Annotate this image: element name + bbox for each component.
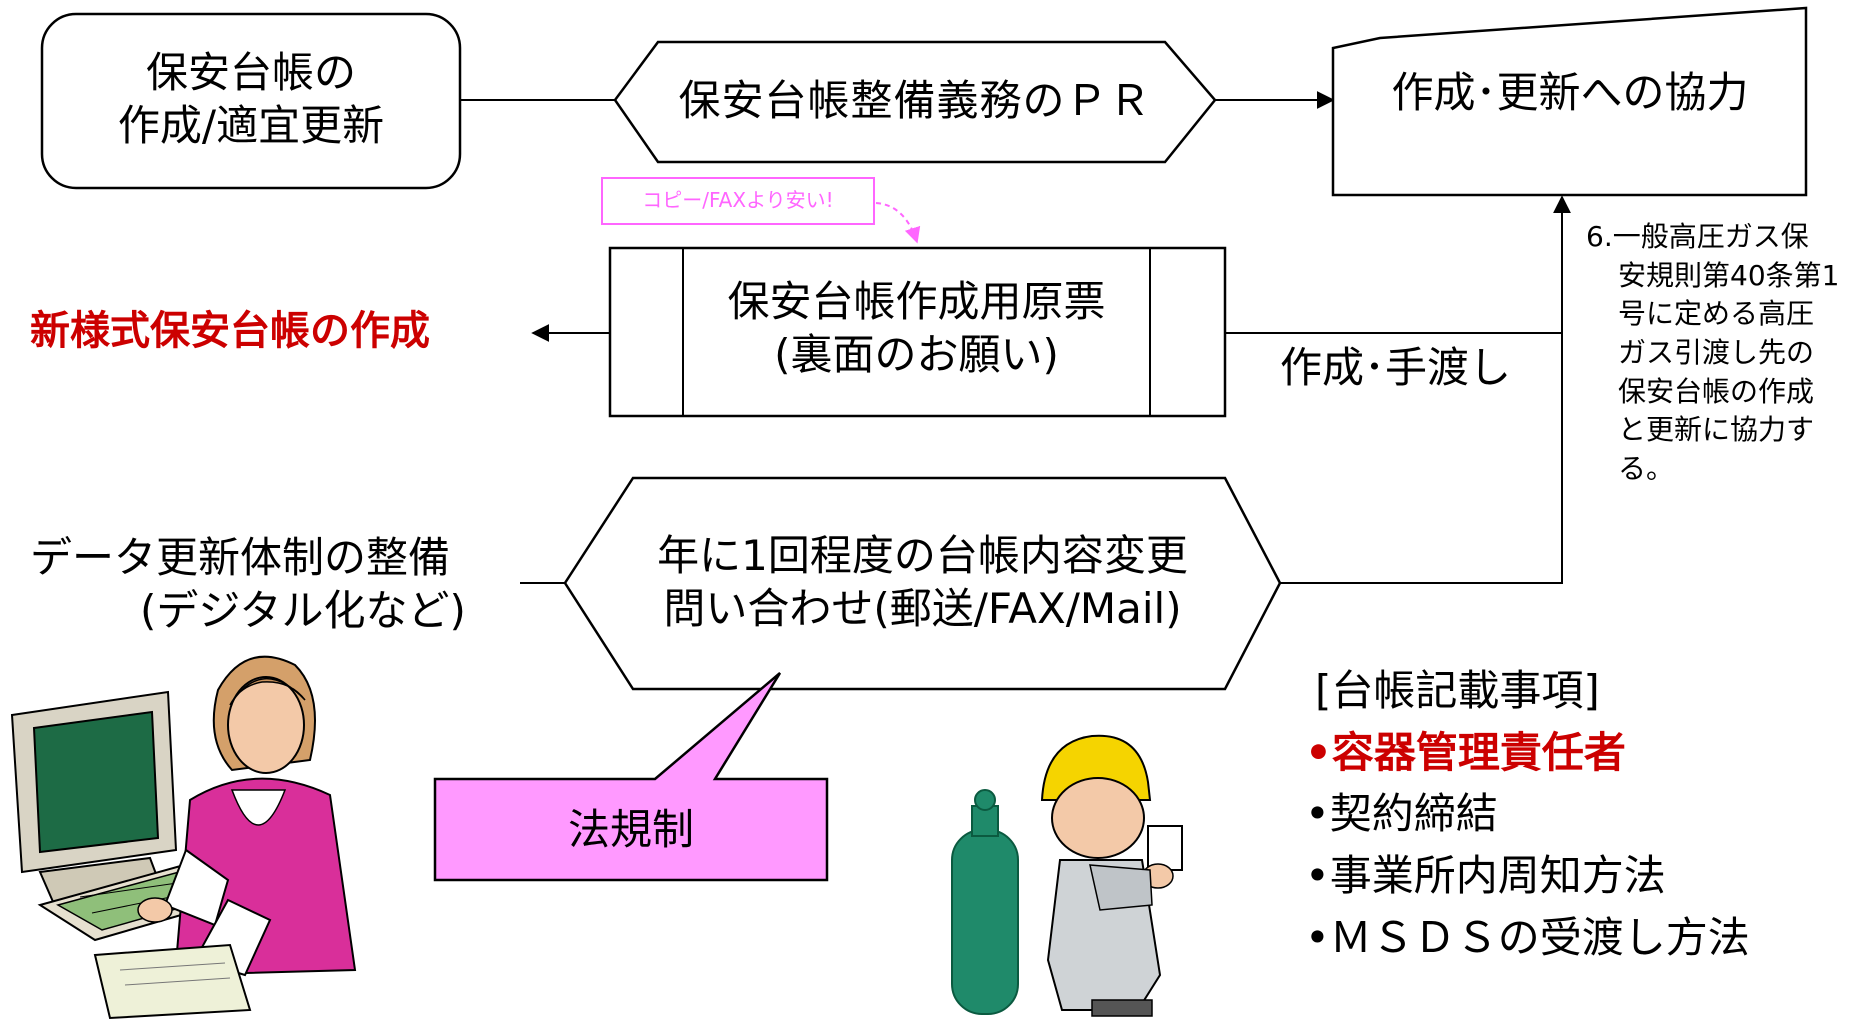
legal-note-line1: 6.一般高圧ガス保 [1586, 220, 1809, 253]
original-form-box [608, 246, 1227, 418]
ledger-item-contract: •契約締結 [1305, 789, 1498, 839]
inquiry-line1: 年に1回程度の台帳内容変更 [657, 531, 1188, 580]
original-form-label: 保安台帳作成用原票 (裏面のお願い) [683, 276, 1150, 381]
cheaper-tag-label: コピー/FAXより安い! [642, 188, 834, 212]
pr-label: 保安台帳整備義務のＰＲ [678, 76, 1152, 125]
ledger-items-list: [台帳記載事項] •容器管理責任者 •契約締結 •事業所内周知方法 •ＭＳＤＳの… [1305, 660, 1750, 969]
inquiry-hexagon [563, 476, 1282, 691]
papers-icon [93, 943, 252, 1020]
law-callout-shape [433, 672, 829, 882]
ledger-box [40, 12, 462, 190]
legal-note-line3: 号に定める高圧 [1618, 297, 1815, 331]
original-form-line2: (裏面のお願い) [774, 329, 1059, 379]
ledger-item-site-notice: •事業所内周知方法 [1305, 851, 1666, 901]
legal-note: 6.一般高圧ガス保 安規則第40条第1 号に定める高圧 ガス引渡し先の 保安台帳… [1586, 218, 1839, 488]
cooperation-box [1331, 6, 1808, 197]
ledger-item-msds: •ＭＳＤＳの受渡し方法 [1305, 912, 1750, 962]
ledger-box-line1: 保安台帳の [145, 48, 356, 97]
ledger-box-line2: 作成/適宜更新 [117, 100, 385, 150]
legal-note-line5: 保安台帳の作成 [1618, 374, 1815, 408]
legal-note-line4: ガス引渡し先の [1618, 335, 1815, 369]
data-update-label: データ更新体制の整備 (デジタル化など) [30, 532, 466, 637]
woman-figure-icon [137, 655, 357, 998]
pr-hexagon [613, 40, 1217, 164]
inquiry-label: 年に1回程度の台帳内容変更 問い合わせ(郵送/FAX/Mail) [565, 530, 1280, 635]
ledger-items-heading: [台帳記載事項] [1315, 666, 1600, 715]
office-worker-illustration [10, 655, 357, 1020]
gas-cylinder-icon [951, 789, 1019, 1015]
original-form-line1: 保安台帳作成用原票 [727, 277, 1106, 326]
data-update-line1: データ更新体制の整備 [30, 533, 451, 582]
cooperation-label: 作成･更新への協力 [1391, 68, 1749, 117]
ledger-item-container-manager: •容器管理責任者 [1305, 727, 1626, 777]
helmet-worker-icon [1040, 734, 1183, 1017]
gas-worker-illustration [951, 734, 1183, 1017]
data-update-line2: (デジタル化など) [140, 585, 466, 635]
legal-note-line2: 安規則第40条第1 [1618, 258, 1840, 292]
connector-inquiry-to-cooperation [1280, 195, 1571, 584]
handover-label: 作成･手渡し [1280, 343, 1512, 392]
computer-monitor-icon [10, 690, 178, 906]
legal-note-line6: と更新に協力す [1618, 413, 1815, 447]
cheaper-tag-box [601, 177, 875, 225]
legal-note-line7: る。 [1618, 451, 1675, 485]
ledger-box-label: 保安台帳の 作成/適宜更新 [42, 47, 460, 152]
new-ledger-label: 新様式保安台帳の作成 [30, 308, 430, 354]
inquiry-line2: 問い合わせ(郵送/FAX/Mail) [663, 583, 1182, 633]
law-callout-label: 法規制 [567, 805, 694, 854]
cheaper-tag-arrow [875, 202, 921, 244]
